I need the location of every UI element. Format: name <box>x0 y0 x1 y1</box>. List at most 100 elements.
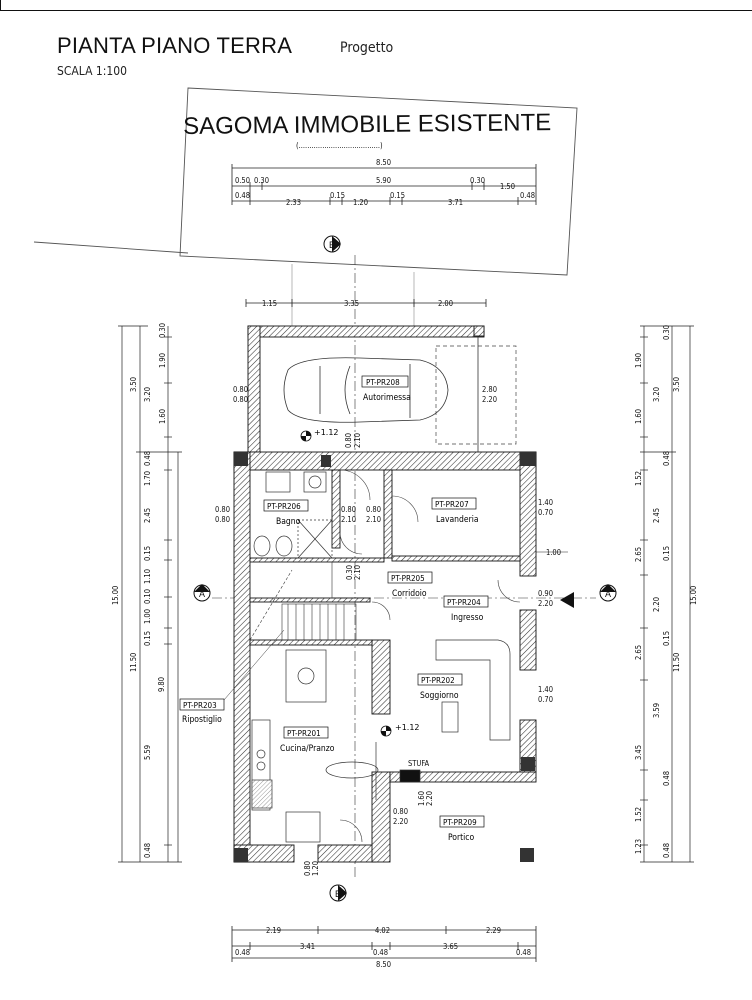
section-marker-a-left: A <box>193 584 211 602</box>
dim-right-350: 3.50 <box>672 377 681 392</box>
opening-3-w: 0.80 <box>344 433 353 448</box>
dim-garage-200: 2.00 <box>438 299 453 308</box>
dim-left-350: 3.50 <box>129 377 138 392</box>
room-code: PT-PR203 <box>183 701 217 710</box>
opening-4-h: 0.80 <box>215 515 230 524</box>
dim-top-015a: 0.15 <box>330 191 345 200</box>
opening-2-w: 2.80 <box>482 385 497 394</box>
opening-7-h: 2.10 <box>366 515 381 524</box>
opening-1-h: 0.80 <box>233 395 248 404</box>
section-marker-b-top: B <box>323 235 341 253</box>
room-tags: PT-PR208 Autorimessa PT-PR206 Bagno PT-P… <box>179 375 489 843</box>
dim-right-152: 1.52 <box>634 471 643 486</box>
dim-top-048b: 0.48 <box>520 191 535 200</box>
opening-7-w: 0.80 <box>366 505 381 514</box>
room-name: Ingresso <box>451 613 484 623</box>
top-dimension-lines <box>232 167 536 959</box>
living-furniture <box>399 639 511 783</box>
dim-garage-115: 1.15 <box>262 299 277 308</box>
sheet-border <box>0 0 752 11</box>
dimension-ticks <box>231 164 537 962</box>
room-tag-soggiorno: PT-PR202 Soggiorno <box>417 673 463 701</box>
opening-6-w: 1.40 <box>538 498 553 507</box>
room-name: Autorimessa <box>363 393 411 403</box>
room-name: Lavanderia <box>436 515 479 525</box>
dim-top-030a: 0.30 <box>254 176 269 185</box>
room-tag-ingresso: PT-PR204 Ingresso <box>443 595 489 623</box>
room-name: Corridoio <box>392 589 427 599</box>
dim-right-265b: 2.65 <box>634 645 643 660</box>
plan-scale: SCALA 1:100 <box>57 64 127 78</box>
room-code: PT-PR205 <box>391 574 425 583</box>
level-marker-garage: +1.12 <box>300 428 339 442</box>
room-tag-corridoio: PT-PR205 Corridoio <box>387 571 433 599</box>
dim-left-1150: 11.50 <box>129 653 138 672</box>
dim-right-048c: 0.48 <box>662 843 671 858</box>
dim-left-048: 0.48 <box>143 451 152 466</box>
dim-bot-402: 4.02 <box>375 926 390 935</box>
dim-right-220: 2.20 <box>652 597 661 612</box>
dim-left-190: 1.90 <box>158 353 167 368</box>
dim-top-120: 1.20 <box>353 198 368 207</box>
room-code: PT-PR207 <box>435 500 469 509</box>
dim-left-015a: 0.15 <box>143 546 152 561</box>
opening-11-h: 2.20 <box>425 791 434 806</box>
dim-bot-365: 3.65 <box>443 942 458 951</box>
dim-right-265a: 2.65 <box>634 547 643 562</box>
dim-right-160: 1.60 <box>634 409 643 424</box>
room-code: PT-PR206 <box>267 502 301 511</box>
opening-11-w: 1.60 <box>417 791 426 806</box>
opening-12-w: 0.80 <box>393 807 408 816</box>
opening-5-h: 2.10 <box>341 515 356 524</box>
step-dim: 1.00 <box>546 548 561 557</box>
dim-right-359: 3.59 <box>652 703 661 718</box>
kitchen-furniture <box>251 649 379 843</box>
level-value: +1.12 <box>395 723 420 732</box>
dim-left-160: 1.60 <box>158 409 167 424</box>
opening-10-w: 1.40 <box>538 685 553 694</box>
level-value: +1.12 <box>314 428 339 437</box>
staircase <box>249 561 357 641</box>
plan-subtitle: Progetto <box>340 40 394 56</box>
dim-top-048a: 0.48 <box>235 191 250 200</box>
opening-10-h: 0.70 <box>538 695 553 704</box>
opening-2-h: 2.20 <box>482 395 497 404</box>
dim-bot-total: 8.50 <box>376 960 391 969</box>
opening-13-h: 1.20 <box>311 861 320 876</box>
dim-right-030: 0.30 <box>662 325 671 340</box>
dim-left-100: 1.00 <box>143 609 152 624</box>
parking-outline <box>435 345 517 445</box>
opening-3-h: 2.10 <box>353 433 362 448</box>
bathroom-fixtures <box>253 471 333 559</box>
room-name: Soggiorno <box>420 691 459 701</box>
left-dimension-lines <box>118 325 182 863</box>
dim-top-030b: 0.30 <box>470 176 485 185</box>
opening-12-h: 2.20 <box>393 817 408 826</box>
svg-text:B: B <box>329 240 335 250</box>
plan-title: PIANTA PIANO TERRA <box>57 33 293 58</box>
room-code: PT-PR209 <box>443 818 477 827</box>
stove-label: STUFA <box>408 759 430 768</box>
car-symbol <box>283 357 449 423</box>
dim-left-total: 15.00 <box>111 586 120 605</box>
svg-text:B: B <box>335 889 341 899</box>
dim-bot-219: 2.19 <box>266 926 281 935</box>
room-code: PT-PR202 <box>421 676 455 685</box>
dim-top-050: 0.50 <box>235 176 250 185</box>
room-code: PT-PR201 <box>287 729 321 738</box>
dim-left-015b: 0.15 <box>143 631 152 646</box>
dim-right-015b: 0.15 <box>662 631 671 646</box>
dim-left-320: 3.20 <box>143 387 152 402</box>
dim-left-048b: 0.48 <box>143 843 152 858</box>
opening-8-w: 0.30 <box>345 565 354 580</box>
room-tag-lavanderia: PT-PR207 Lavanderia <box>431 497 479 525</box>
dim-bot-048c: 0.48 <box>516 948 531 957</box>
svg-text:A: A <box>605 589 611 599</box>
room-tag-bagno: PT-PR206 Bagno <box>263 499 309 527</box>
dim-left-559: 5.59 <box>143 745 152 760</box>
door-swings <box>339 469 521 843</box>
dim-left-110: 1.10 <box>143 569 152 584</box>
level-marker-living: +1.12 <box>380 723 420 737</box>
room-tag-cucina: PT-PR201 Cucina/Pranzo <box>280 726 335 754</box>
